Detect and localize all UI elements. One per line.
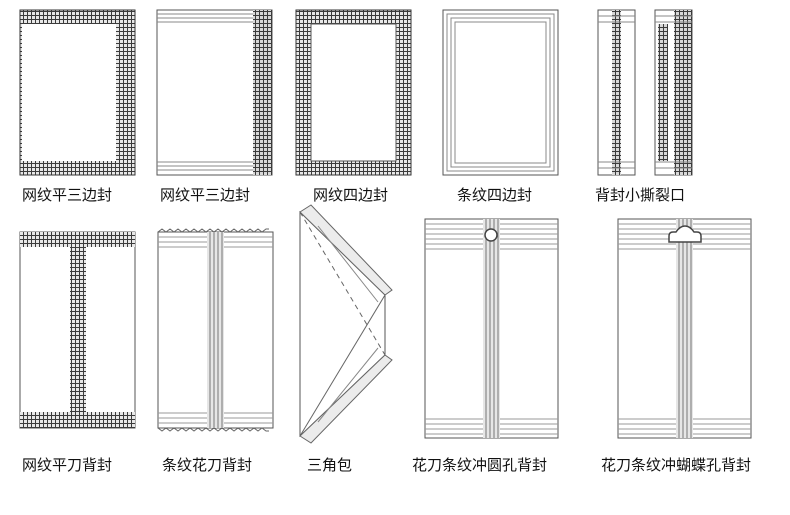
caption-back-seal-tear: 背封小撕裂口 — [595, 186, 686, 204]
bag-round-hole-back — [424, 218, 559, 439]
bag-mesh-three-side-1 — [19, 9, 136, 176]
bag-butterfly-hole-back — [617, 218, 752, 439]
caption-mesh-three-side-2: 网纹平三边封 — [160, 186, 251, 204]
bag-stripe-four-side — [442, 9, 559, 176]
caption-round-hole-back: 花刀条纹冲圆孔背封 — [412, 456, 548, 474]
caption-mesh-three-side-1: 网纹平三边封 — [22, 186, 113, 204]
bag-mesh-three-side-2 — [156, 9, 273, 176]
bag-mesh-four-side — [295, 9, 412, 176]
bag-stripe-flower-back — [157, 228, 274, 432]
bag-triangle — [299, 204, 393, 444]
bag-back-seal-tear-left — [597, 9, 636, 176]
butterfly-hole — [668, 225, 702, 243]
bag-mesh-flat-back — [19, 231, 136, 429]
caption-stripe-four-side: 条纹四边封 — [457, 186, 533, 204]
round-hole — [484, 228, 498, 242]
caption-butterfly-hole-back: 花刀条纹冲蝴蝶孔背封 — [601, 456, 752, 474]
caption-mesh-flat-back: 网纹平刀背封 — [22, 456, 113, 474]
bag-back-seal-tear-right — [654, 9, 693, 176]
caption-stripe-flower-back: 条纹花刀背封 — [162, 456, 253, 474]
caption-mesh-four-side: 网纹四边封 — [313, 186, 389, 204]
caption-triangle-bag: 三角包 — [307, 456, 353, 474]
